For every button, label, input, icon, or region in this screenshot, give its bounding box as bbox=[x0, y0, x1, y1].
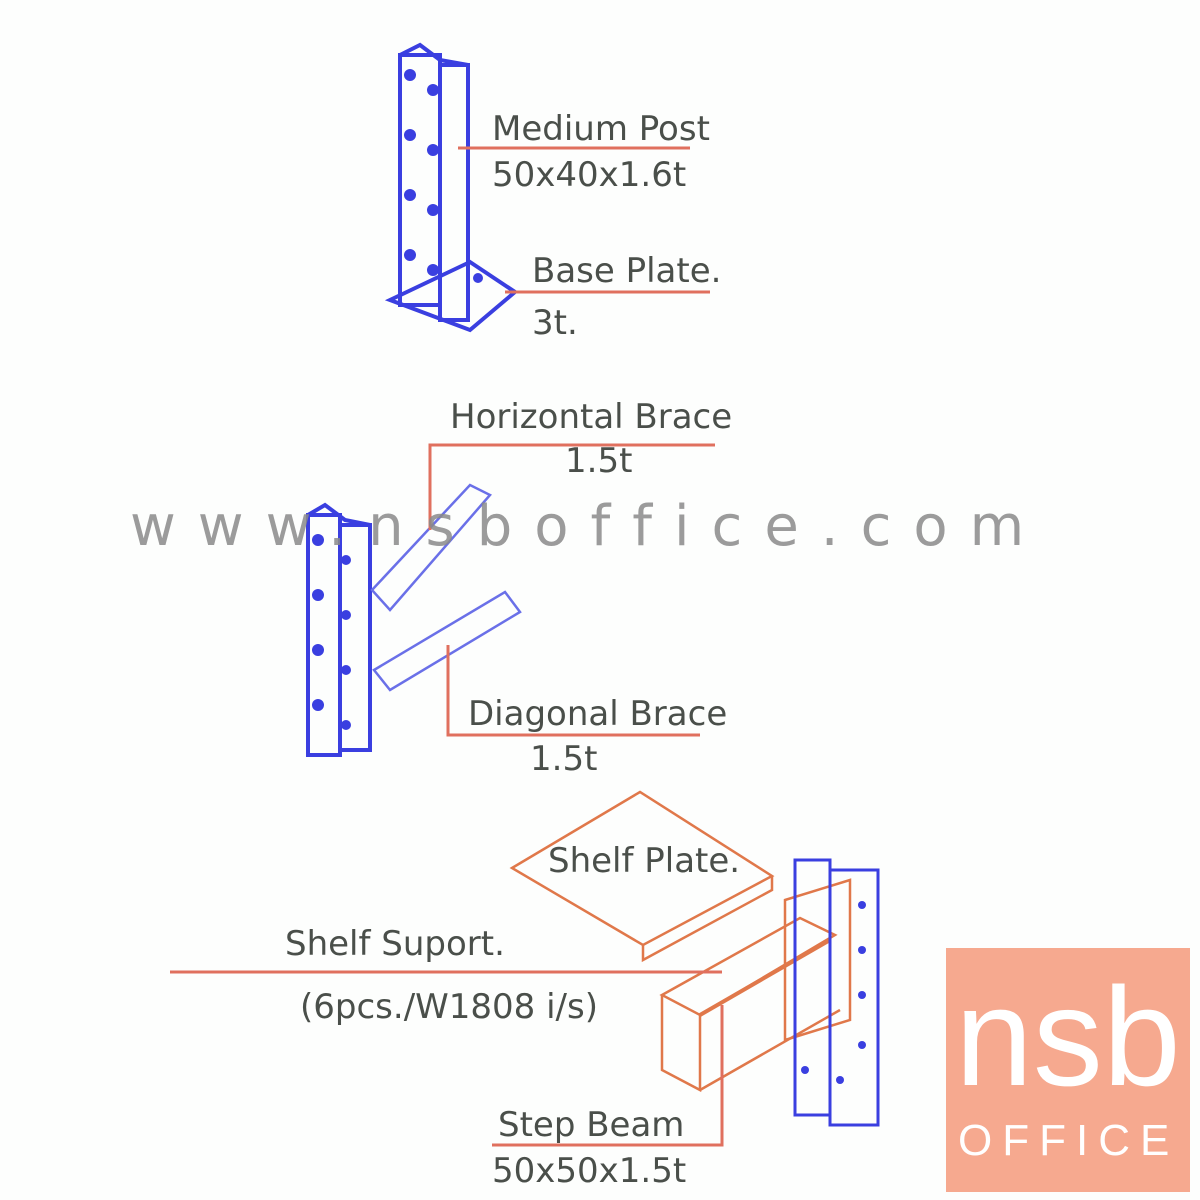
logo-sub-text: OFFICE bbox=[958, 1116, 1179, 1165]
medium-post-size: 50x40x1.6t bbox=[492, 155, 686, 195]
step-beam-size: 50x50x1.5t bbox=[492, 1151, 686, 1191]
shelf-support-label: Shelf Suport. bbox=[285, 924, 505, 964]
nsb-office-logo: nsb OFFICE bbox=[946, 948, 1190, 1192]
diagonal-brace-label: Diagonal Brace bbox=[468, 694, 727, 734]
watermark-text: www.nsboffice.com bbox=[130, 494, 1046, 559]
medium-post-label: Medium Post bbox=[492, 109, 710, 149]
horizontal-brace-size: 1.5t bbox=[565, 441, 632, 481]
medium-post-drawing bbox=[384, 42, 519, 333]
shelf-plate-label: Shelf Plate. bbox=[548, 841, 740, 881]
step-beam-label: Step Beam bbox=[498, 1105, 684, 1145]
base-plate-label: Base Plate. bbox=[532, 251, 721, 291]
shelf-assembly-drawing bbox=[509, 790, 880, 1127]
logo-main-text: nsb bbox=[955, 958, 1181, 1115]
shelf-support-quantity: (6pcs./W1808 i/s) bbox=[300, 987, 598, 1027]
base-plate-size: 3t. bbox=[532, 303, 578, 343]
diagonal-brace-size: 1.5t bbox=[530, 739, 597, 779]
brace-post-drawing bbox=[306, 483, 522, 757]
horizontal-brace-label: Horizontal Brace bbox=[450, 397, 732, 437]
